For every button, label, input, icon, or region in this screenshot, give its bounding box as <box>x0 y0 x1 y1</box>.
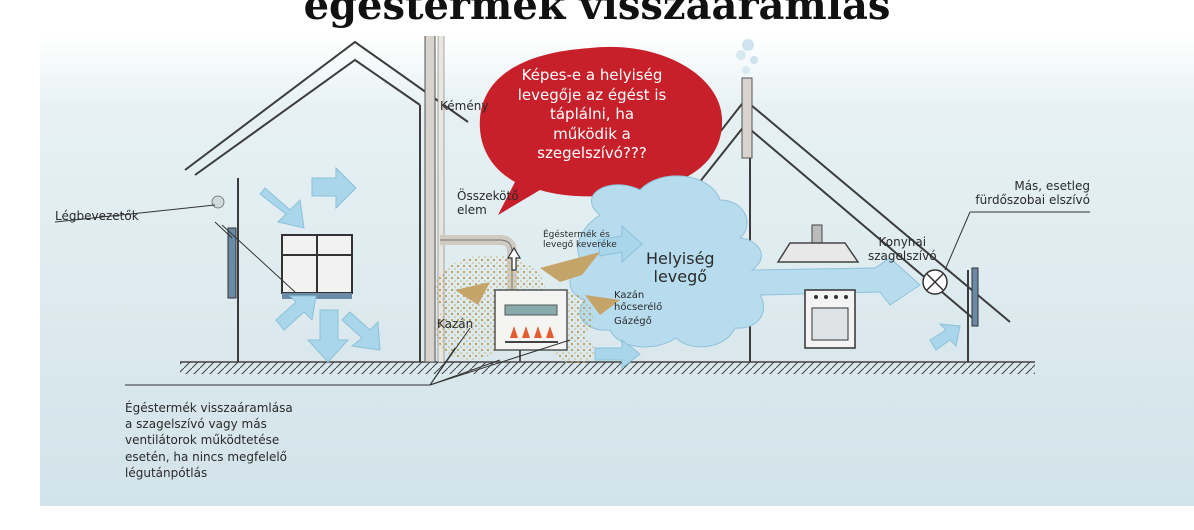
label-connector: Összekötő elem <box>457 190 519 218</box>
stove <box>805 290 855 348</box>
label-boiler-heat-exchanger: Kazán hőcserélő <box>614 290 662 313</box>
label-kitchen-hood: Konyhai szagelszívó <box>868 236 937 264</box>
air-inlet-right <box>972 268 978 326</box>
ground <box>180 362 1035 374</box>
label-other-extractor: Más, esetleg fürdőszobai elszívó <box>960 180 1090 208</box>
label-room-air: Helyiség levegő <box>646 250 715 287</box>
chimney <box>425 16 444 362</box>
label-gas-burner: Gázégő <box>614 316 652 328</box>
title-strip: égéstermék visszaáramlás <box>0 0 1194 36</box>
label-boiler: Kazán <box>437 318 473 332</box>
diagram-title: égéstermék visszaáramlás <box>0 0 1194 29</box>
extractor-fan <box>923 270 947 294</box>
label-chimney: Kémény <box>440 100 488 114</box>
label-air-inlets: Légbevezetők <box>55 210 139 224</box>
backflow-note: Égéstermék visszaáramlása a szagelszívó … <box>125 400 385 481</box>
label-mixture: Égéstermék és levegő keveréke <box>543 230 617 251</box>
speech-bubble-text: Képes-e a helyiség levegője az égést is … <box>504 66 680 164</box>
